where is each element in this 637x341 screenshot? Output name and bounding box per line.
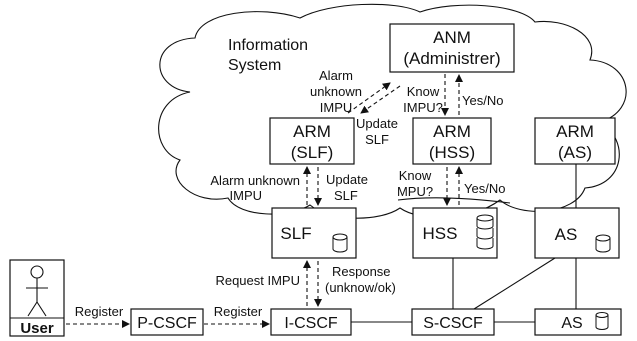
as-upper-label: AS: [555, 225, 578, 244]
scscf-node: S-CSCF: [411, 308, 495, 336]
as-upper-database-icon: [595, 234, 611, 253]
dashed-arrows: [66, 74, 463, 328]
arm-slf-node: ARM (SLF): [269, 117, 355, 165]
pcscf-label: P-CSCF: [137, 315, 197, 332]
slf-node: SLF: [271, 207, 357, 259]
svg-text:unknown: unknown: [310, 84, 362, 99]
hss-label: HSS: [423, 224, 458, 243]
register-label-2: Register: [214, 304, 263, 319]
cloud-title-line2: System: [228, 57, 281, 74]
alarm-unknown-impu-bottom-label: Alarm unknown IMPU: [210, 173, 300, 203]
svg-text:SLF: SLF: [334, 188, 358, 203]
yes-no-bottom-label: Yes/No: [464, 181, 505, 196]
svg-text:Update: Update: [356, 116, 398, 131]
slf-label: SLF: [280, 224, 311, 243]
alarm-unknown-impu-top-label: Alarm unknown IMPU: [310, 68, 362, 115]
user-actor: User: [9, 259, 65, 337]
scscf-label: S-CSCF: [423, 315, 483, 332]
as-lower-node: AS: [534, 308, 622, 336]
anm-line1: ANM: [433, 28, 471, 47]
icscf-node: I-CSCF: [270, 308, 352, 336]
arm-as-node: ARM (AS): [534, 117, 616, 165]
svg-text:Response: Response: [332, 264, 391, 279]
anm-node: ANM (Administrer): [389, 23, 515, 73]
hss-node: HSS: [412, 207, 498, 259]
response-label: Response (unknow/ok): [325, 264, 396, 295]
know-mpu-label: Know MPU?: [397, 168, 433, 199]
arm-hss-line1: ARM: [433, 122, 471, 141]
solid-connectors: [351, 164, 577, 323]
cloud-title-line1: Information: [228, 37, 308, 54]
as-lower-label: AS: [561, 315, 582, 332]
svg-text:Know: Know: [407, 84, 440, 99]
svg-text:Know: Know: [399, 168, 432, 183]
svg-text:Alarm: Alarm: [319, 68, 353, 83]
arm-hss-node: ARM (HSS): [412, 117, 492, 165]
update-slf-top-label: Update SLF: [356, 116, 398, 147]
as-upper-node: AS: [534, 207, 620, 259]
svg-text:IMPU: IMPU: [320, 100, 353, 115]
icscf-label: I-CSCF: [284, 315, 338, 332]
user-label: User: [20, 320, 54, 337]
update-slf-bottom-label: Update SLF: [326, 172, 368, 203]
arm-hss-line2: (HSS): [429, 143, 475, 162]
arm-slf-line2: (SLF): [291, 143, 334, 162]
arm-as-line2: (AS): [558, 143, 592, 162]
svg-text:SLF: SLF: [365, 132, 389, 147]
arm-slf-line1: ARM: [293, 122, 331, 141]
arm-as-line1: ARM: [556, 122, 594, 141]
register-label-1: Register: [75, 304, 124, 319]
svg-text:IMPU?: IMPU?: [403, 100, 443, 115]
as-lower-database-icon: [595, 312, 609, 330]
know-impu-label: Know IMPU?: [403, 84, 443, 115]
svg-text:MPU?: MPU?: [397, 184, 433, 199]
request-impu-label: Request IMPU: [215, 273, 300, 288]
yes-no-top-label: Yes/No: [462, 93, 503, 108]
svg-text:IMPU: IMPU: [230, 188, 263, 203]
pcscf-node: P-CSCF: [130, 308, 204, 336]
hss-database-stack-icon: [476, 214, 494, 250]
slf-database-icon: [332, 233, 348, 253]
svg-text:Update: Update: [326, 172, 368, 187]
svg-text:Alarm unknown: Alarm unknown: [210, 173, 300, 188]
svg-text:(unknow/ok): (unknow/ok): [325, 280, 396, 295]
anm-line2: (Administrer): [403, 49, 500, 68]
